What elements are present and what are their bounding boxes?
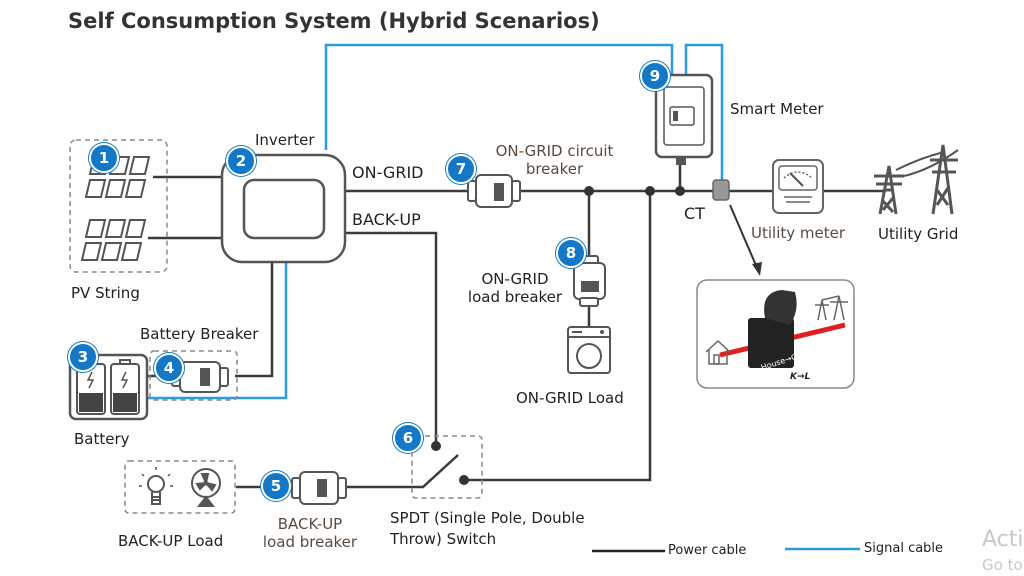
- spdt-switch-icon: [411, 435, 483, 499]
- label-on-grid-port: ON-GRID: [352, 163, 424, 182]
- power-cable-spdt-grid: [464, 191, 652, 482]
- junction-dot: [645, 186, 655, 196]
- label-line: ON-GRID: [481, 270, 549, 288]
- badge-spdt-switch: 6: [393, 423, 423, 453]
- signal-cable-smartmeter-ct: [684, 43, 724, 180]
- label-line: load breaker: [262, 533, 358, 551]
- label-line: BACK-UP: [277, 515, 343, 533]
- signal-cables: [147, 43, 724, 400]
- smart-meter-icon: [654, 73, 714, 165]
- pv-string-icon: [69, 139, 168, 273]
- signal-cable-inverter-battery: [147, 262, 288, 400]
- label-line: breaker: [525, 160, 584, 178]
- inverter-icon: [220, 153, 347, 264]
- junction-dot: [675, 186, 685, 196]
- power-cable-backup: [345, 231, 438, 445]
- label-utility-meter: Utility meter: [751, 224, 846, 242]
- label-inverter: Inverter: [255, 131, 315, 149]
- light-bulb-icon: [139, 467, 173, 505]
- junction-dot: [431, 441, 441, 451]
- signal-cable-inverter-smartmeter: [324, 43, 674, 150]
- activation-watermark-line2: Go to: [982, 556, 1023, 574]
- label-line: ON-GRID circuit: [495, 142, 614, 160]
- label-pv-string: PV String: [71, 284, 140, 302]
- diagram-title: Self Consumption System (Hybrid Scenario…: [68, 9, 600, 33]
- backup-load-breaker-icon: [291, 471, 347, 505]
- utility-meter-icon: [772, 159, 824, 214]
- label-backup-load: BACK-UP Load: [118, 532, 224, 550]
- legend-signal-cable: Signal cable: [864, 541, 944, 556]
- utility-grid-icon: [874, 144, 959, 215]
- label-on-grid-circuit-breaker: ON-GRID circuit breaker: [487, 142, 622, 178]
- badge-inverter: 2: [226, 146, 256, 176]
- badge-pv-string: 1: [89, 143, 119, 173]
- badge-backup-load-breaker: 5: [261, 471, 291, 501]
- ct-detail-panel: [696, 279, 855, 389]
- label-utility-grid: Utility Grid: [878, 225, 959, 243]
- on-grid-circuit-breaker-icon: [467, 174, 521, 208]
- house-icon: [705, 339, 731, 365]
- label-spdt-switch: SPDT (Single Pole, Double Throw) Switch: [390, 508, 585, 550]
- label-on-grid-load-breaker: ON-GRID load breaker: [460, 270, 570, 306]
- badge-on-grid-load-breaker: 8: [556, 238, 586, 268]
- activation-watermark-line1: Acti: [982, 527, 1024, 552]
- label-line: Throw) Switch: [390, 530, 497, 548]
- power-cable-battery: [235, 262, 274, 378]
- label-ct: CT: [684, 204, 705, 223]
- label-on-grid-load: ON-GRID Load: [516, 389, 624, 407]
- badge-battery: 3: [68, 342, 98, 372]
- backup-load-icon: [124, 460, 236, 514]
- washing-machine-icon: [567, 326, 611, 374]
- legend-power-cable: Power cable: [668, 543, 747, 558]
- power-cable-backup-breaker-spdt: [346, 454, 459, 489]
- tower-mini-icon: [815, 295, 848, 321]
- junction-dots: [431, 186, 685, 485]
- ct-polarity-text: K→L: [790, 372, 811, 382]
- badge-battery-breaker: 4: [154, 353, 184, 383]
- badge-smart-meter: 9: [640, 61, 670, 91]
- on-grid-load-breaker-icon: [573, 255, 606, 307]
- label-battery: Battery: [74, 430, 130, 448]
- ct-clamp-icon: [712, 179, 762, 276]
- label-line: SPDT (Single Pole, Double: [390, 509, 585, 527]
- label-battery-breaker: Battery Breaker: [140, 325, 259, 343]
- label-backup-load-breaker: BACK-UP load breaker: [250, 515, 370, 551]
- power-cables: [147, 160, 886, 489]
- label-smart-meter: Smart Meter: [730, 100, 824, 118]
- label-line: load breaker: [467, 288, 563, 306]
- junction-dot: [459, 475, 469, 485]
- junction-dot: [584, 186, 594, 196]
- badge-on-grid-circuit-breaker: 7: [446, 154, 476, 184]
- label-backup-port: BACK-UP: [352, 210, 421, 229]
- fan-icon: [191, 468, 221, 507]
